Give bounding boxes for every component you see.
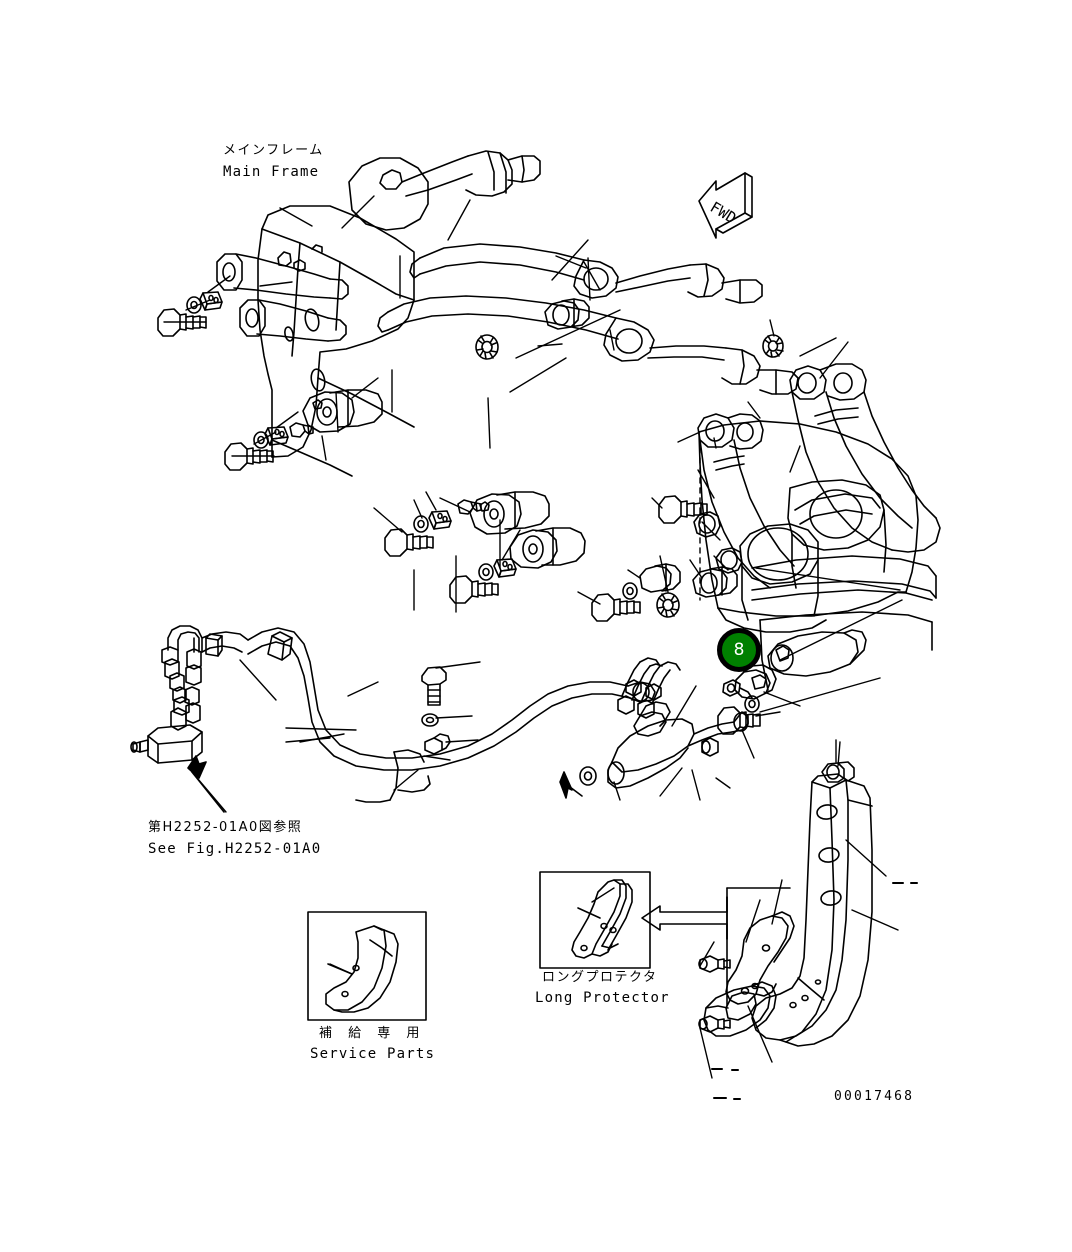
- inset-transfer-arrow: [641, 896, 728, 940]
- main-frame-label-jp: メインフレーム: [223, 143, 324, 158]
- hardware-cluster-upper-left: [157, 291, 223, 337]
- service-parts-inset: [307, 911, 427, 1021]
- hose-support-tab: [355, 749, 431, 803]
- hose-clamp-hardware: [421, 666, 451, 755]
- erased-callout-marks: [711, 882, 918, 1100]
- center-link-arm-upper: [409, 243, 763, 304]
- leader-lines: [163, 195, 903, 1079]
- knurled-nut-right: [656, 592, 680, 618]
- frame-mounting-studs: [216, 253, 349, 342]
- long-protector-label-jp: ロングプロテクタ: [542, 970, 658, 985]
- hydraulic-cylinder-bottom: [559, 657, 749, 799]
- svg-text:FWD: FWD: [707, 198, 739, 227]
- see-fig-label-jp: 第H2252-01A0図参照: [148, 820, 303, 835]
- main-frame-label-en: Main Frame: [223, 164, 320, 180]
- ripper-arm-right: [789, 363, 941, 553]
- part-number-label: 00017468: [834, 1089, 915, 1104]
- upper-lift-arm: [348, 150, 541, 231]
- callout-badge-8[interactable]: 8: [717, 628, 761, 672]
- protector-installed: [698, 911, 795, 1005]
- ripper-arm-left: [697, 413, 795, 589]
- see-fig-label-en: See Fig.H2252-01A0: [148, 841, 322, 857]
- cylinder-hardware-right: [717, 695, 761, 735]
- hardware-mid-row: [384, 298, 784, 786]
- knurled-nut-upper: [475, 334, 499, 360]
- center-link-arm-lower: [377, 295, 799, 395]
- ripper-cross-pin: [767, 629, 867, 677]
- knurled-nut-topright: [762, 334, 784, 358]
- pin-bushing-mid: [469, 491, 550, 535]
- knurled-nut-lower: [579, 766, 597, 786]
- fwd-arrow-icon: FWD: [698, 172, 753, 239]
- pin-bushing-left: [302, 389, 383, 433]
- long-protector-label-en: Long Protector: [535, 990, 670, 1006]
- ripper-tip-point: [698, 981, 777, 1037]
- service-parts-label-en: Service Parts: [310, 1046, 436, 1062]
- ripper-shank: [751, 761, 873, 1047]
- long-protector-inset: [539, 871, 651, 969]
- service-parts-label-jp: 補 給 専 用: [319, 1026, 426, 1041]
- hardware-cluster-lower-left: [224, 422, 314, 471]
- main-frame-bracket: [257, 205, 415, 477]
- ripper-housing: [693, 511, 827, 633]
- spacer-sleeves: [544, 298, 738, 598]
- pin-bushing-right-mid: [509, 527, 586, 569]
- hydraulic-hose-assembly: [130, 625, 656, 813]
